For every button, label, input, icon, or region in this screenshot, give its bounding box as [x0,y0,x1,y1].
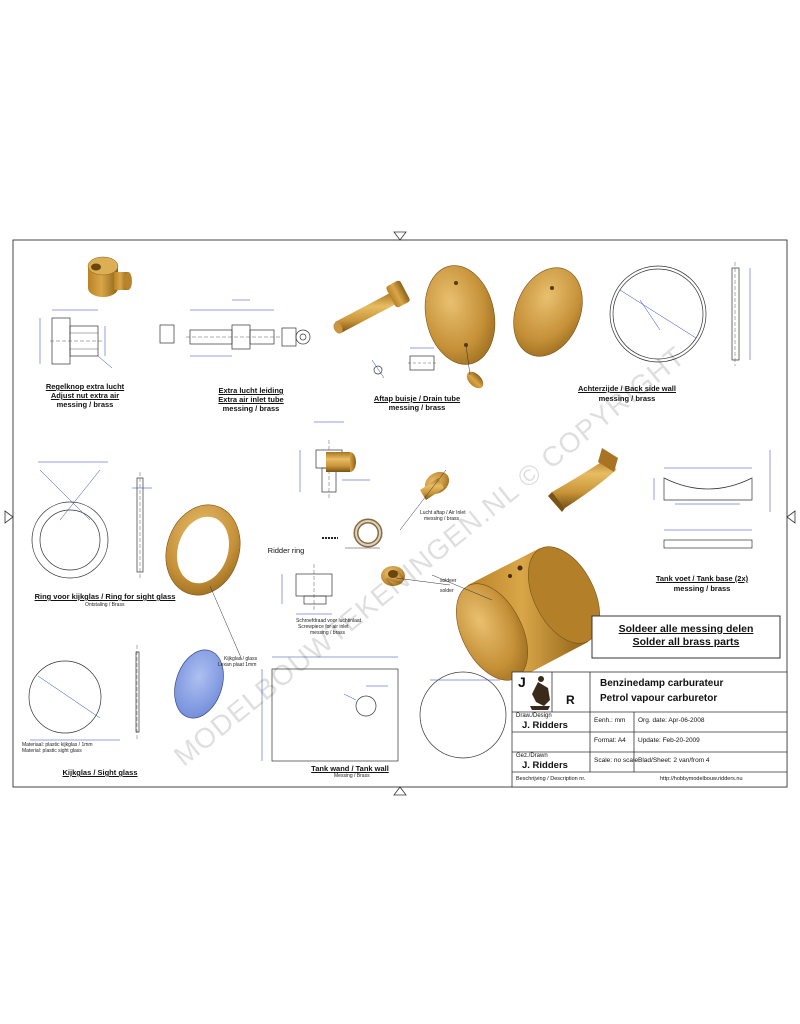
label-screw-en: Screwpiece for air inlet [298,624,349,630]
label-glass-tag: Kijkglas / glass [224,656,258,662]
label-tank-wall: Tank wand / Tank wall [311,764,389,773]
scale: Scale: no scale [594,757,639,764]
draw-design-name: J. Ridders [522,720,568,731]
solder-notice-en: Solder all brass parts [632,636,740,648]
label-back-wall: Achterzijde / Back side wall [578,384,676,393]
drain-tube-drawing [371,347,436,379]
label-sight-glass: Kijkglas / Sight glass [62,768,138,777]
solder-notice: Soldeer alle messing delen Solder all br… [592,623,780,649]
label-drain-tube-material: messing / brass [388,403,446,412]
drawn-by-name: J. Ridders [522,760,568,771]
tank-wall-cylinder-3d [456,546,600,681]
label-air-tube-nl: Extra lucht leiding [218,386,284,395]
original-date: Org. date: Apr-06-2008 [638,717,705,724]
drawing-title-en: Petrol vapour carburetor [600,693,718,704]
ridder-ring-3d [322,518,383,548]
label-sight-glass-note-2: Material: plastic sight glass [22,748,82,754]
air-inlet-3d [326,452,450,500]
air-inlet-drawing [281,421,370,615]
sight-ring-3d [165,504,241,596]
website-url: http://hobbymodelbouw.ridders.nu [660,776,743,782]
back-wall-drawing [609,262,751,366]
centering-marks [4,231,796,796]
logo-letter-j: J [518,674,526,690]
back-wall-disc [424,265,496,376]
sight-ring-drawing [31,461,152,579]
label-air-tube-en: Extra air inlet tube [218,395,284,404]
drain-tube-3d [333,280,484,389]
label-air-inlet: Lucht aftap / Air Inlet [420,510,466,516]
drawn-by-label: Gez./Drawn [516,753,548,759]
label-tank-base-material: messing / brass [673,584,731,593]
units: Eenh.: mm [594,717,626,724]
tank-base-drawing [653,450,771,549]
draw-design-label: Draw./Design [516,713,552,719]
description-number-label: Beschrijving / Description nr. [516,776,586,782]
label-screw-nl: Schroefdraad voor luchtinlaat [296,618,362,624]
label-adjust-nut-nl: Regelknop extra lucht [45,382,125,391]
label-tank-wall-material: Messing / Brass [334,773,370,779]
label-back-wall-material: messing / brass [598,394,656,403]
label-air-inlet-material: messing / brass [424,516,460,522]
threaded-nut-3d [381,566,405,586]
solder-notice-nl: Soldeer alle messing delen [618,623,754,635]
label-glass-tag-2: Lexan plaat 1mm [218,662,257,668]
tank-wall-drawing [261,656,507,762]
sheet-number: Blad/Sheet: 2 van/from 4 [638,757,710,764]
solder-notice-box [591,615,781,659]
sight-glass-3d [174,649,224,719]
label-solder-nl: soldeer [440,578,457,584]
label-sight-glass-note-1: Materiaal: plastic kijkglas / 1mm [22,742,93,748]
back-wall-disc-2 [513,267,583,357]
leader-lines [209,469,493,661]
label-ridder-ring: Ridder ring [267,546,305,555]
logo-letter-r: R [566,693,575,707]
label-solder-en: solder [440,588,454,594]
drawing-title-nl: Benzinedamp carburateur [600,678,724,689]
tank-base-3d [548,448,618,512]
label-tank-base: Tank voet / Tank base (2x) [655,574,749,583]
sight-glass-drawing [28,645,140,741]
update-date: Update: Feb-20-2009 [638,737,700,744]
adjust-nut-3d [87,256,132,297]
label-adjust-nut-material: messing / brass [56,400,114,409]
extra-air-tube-drawing [159,299,311,357]
label-screw-material: messing / brass [310,630,346,636]
format: Format: A4 [594,737,626,744]
label-sight-ring: Ring voor kijkglas / Ring for sight glas… [34,592,176,601]
logo-knight-icon [530,676,550,710]
label-sight-ring-material: Ontstaling / Brass [85,602,125,608]
label-air-tube-material: messing / brass [222,404,280,413]
label-adjust-nut-en: Adjust nut extra air [50,391,120,400]
adjust-nut-drawing [39,309,113,369]
label-drain-tube: Aftap buisje / Drain tube [373,394,461,403]
title-block-frame [511,671,788,788]
